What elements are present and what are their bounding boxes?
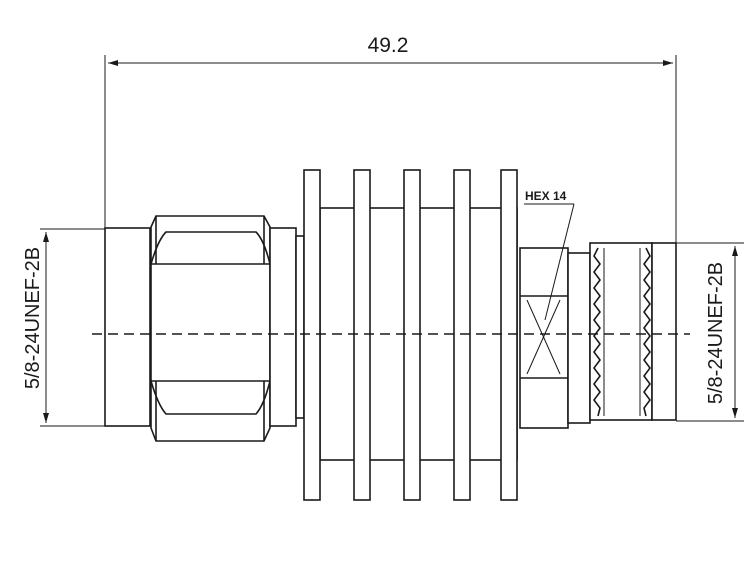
cooling-fin-3 xyxy=(403,169,421,501)
hex-callout-label: HEX 14 xyxy=(525,189,567,203)
cooling-fin-2 xyxy=(353,169,371,501)
right-thread-label: 5/8-24UNEF-2B xyxy=(705,262,727,404)
cooling-fin-4 xyxy=(453,169,471,501)
right-thread-dimension: 5/8-24UNEF-2B xyxy=(676,242,744,422)
collar-step xyxy=(295,235,305,419)
left-thread-dimension: 5/8-24UNEF-2B xyxy=(22,228,105,427)
male-connector-body xyxy=(104,215,305,442)
female-threaded-port xyxy=(589,242,677,421)
overall-length-dimension: 49.2 xyxy=(104,34,677,246)
coupling-sleeve xyxy=(104,227,151,427)
hex-flats-section: HEX 14 xyxy=(519,189,591,429)
coupling-hex-nut xyxy=(150,215,271,442)
heatsink-body xyxy=(303,169,518,501)
overall-length-label: 49.2 xyxy=(368,34,409,57)
collar xyxy=(269,227,297,427)
cooling-fin-1 xyxy=(303,169,321,501)
hex-flat-diagonal-2 xyxy=(526,299,561,375)
left-thread-label: 5/8-24UNEF-2B xyxy=(22,247,44,389)
cooling-fin-5 xyxy=(500,169,518,501)
